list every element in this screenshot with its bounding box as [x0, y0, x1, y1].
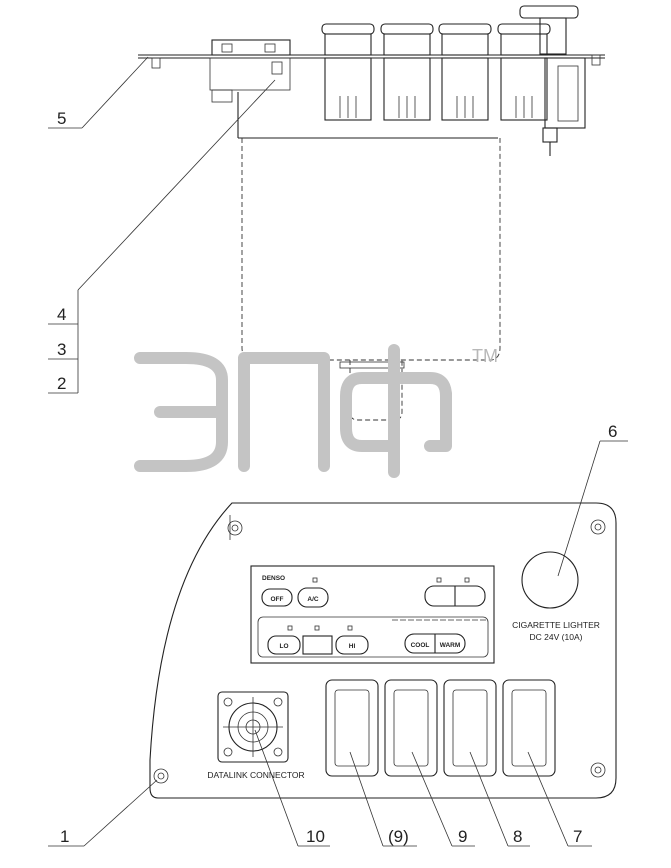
- cigarette-lighter-side: [519, 5, 586, 156]
- datalink-label: DATALINK CONNECTOR: [207, 770, 304, 780]
- top-assembly: [138, 5, 605, 421]
- callout-2: 2: [57, 374, 66, 393]
- callout-6: 6: [608, 422, 617, 441]
- callout-leaders: [48, 56, 628, 847]
- rocker-switch-front: [502, 679, 556, 777]
- ac-brand-label: DENSO: [262, 575, 285, 582]
- ac-unit-hidden: [241, 138, 501, 421]
- lighter-label-line1: CIGARETTE LIGHTER: [512, 620, 600, 630]
- screw-icon: [227, 515, 243, 540]
- callout-9: 9: [458, 827, 467, 846]
- ac-control-panel: DENSO OFF A/C LO HI COOL WARM: [250, 565, 495, 664]
- rocker-switch-side: [321, 23, 375, 121]
- callout-4: 4: [57, 305, 66, 324]
- trademark-mark: TM: [472, 346, 498, 366]
- screw-icon: [590, 762, 606, 778]
- ac-button-label: A/C: [307, 596, 319, 603]
- callout-9b: (9): [388, 827, 409, 846]
- watermark-logo: TM: [134, 344, 498, 478]
- callout-8: 8: [513, 827, 522, 846]
- callout-numbers: 5 4 3 2 6 1 10 (9) 9 8 7: [57, 109, 617, 846]
- callout-3: 3: [57, 340, 66, 359]
- cool-button-label: COOL: [411, 642, 430, 649]
- datalink-connector: DATALINK CONNECTOR: [207, 691, 305, 780]
- rocker-switch-front: [384, 679, 438, 777]
- rocker-switch-front: [325, 679, 379, 777]
- screw-icon: [590, 519, 606, 535]
- rocker-switch-front: [443, 679, 497, 777]
- screw-icon: [153, 768, 169, 784]
- rocker-switch-side: [438, 23, 492, 121]
- callout-7: 7: [573, 827, 582, 846]
- cigarette-lighter: CIGARETTE LIGHTER DC 24V (10A): [512, 551, 600, 642]
- hi-button-label: HI: [349, 643, 356, 650]
- callout-5: 5: [57, 109, 66, 128]
- lighter-label-line2: DC 24V (10A): [530, 632, 583, 642]
- off-button-label: OFF: [271, 596, 284, 603]
- lo-button-label: LO: [279, 643, 288, 650]
- warm-button-label: WARM: [440, 642, 461, 649]
- callout-10: 10: [306, 827, 325, 846]
- rocker-switch-side: [380, 23, 434, 121]
- front-panel: DENSO OFF A/C LO HI COOL WARM: [149, 502, 617, 799]
- rocker-switch-side: [497, 23, 551, 121]
- callout-1: 1: [60, 827, 69, 846]
